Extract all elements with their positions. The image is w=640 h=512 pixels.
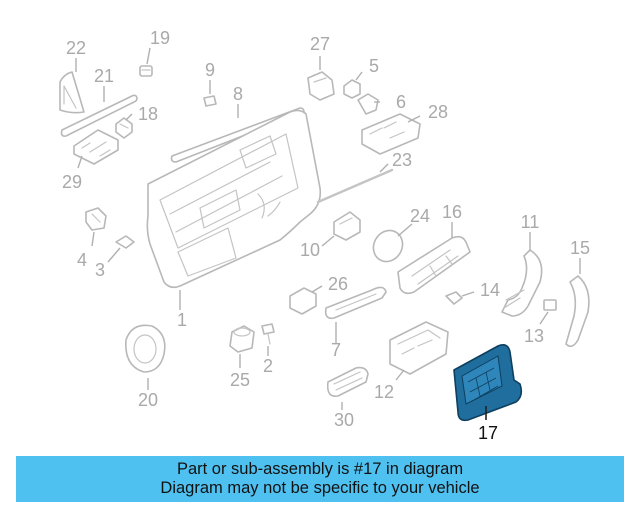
part-30-shape[interactable] — [326, 366, 369, 398]
callout-14: 14 — [480, 280, 500, 300]
callout-22: 22 — [66, 38, 86, 58]
callout-23: 23 — [392, 150, 412, 170]
banner-line-part: Part or sub-assembly is #17 in diagram — [176, 460, 464, 478]
callout-8: 8 — [233, 84, 243, 104]
callout-2: 2 — [263, 356, 273, 376]
callout-21: 21 — [94, 66, 114, 86]
part-28-shape[interactable] — [361, 113, 421, 155]
callout-16: 16 — [442, 202, 462, 222]
info-banner: Part or sub-assembly is #17 in diagram D… — [16, 456, 624, 502]
part-14-shape[interactable] — [445, 291, 463, 305]
callout-6: 6 — [396, 92, 406, 112]
part-7-shape[interactable] — [324, 286, 387, 320]
callout-15: 15 — [570, 238, 590, 258]
part-2-shape[interactable] — [261, 323, 275, 345]
callout-11: 11 — [521, 212, 540, 232]
callout-9: 9 — [205, 60, 215, 80]
callout-12: 12 — [374, 382, 394, 402]
part-15-shape[interactable] — [565, 275, 590, 348]
callout-26: 26 — [328, 274, 348, 294]
banner-line-disclaimer: Diagram may not be specific to your vehi… — [160, 479, 480, 497]
part-16-shape[interactable] — [397, 235, 471, 295]
part-4-shape[interactable] — [85, 207, 107, 231]
callout-3: 3 — [95, 260, 105, 280]
callout-24: 24 — [410, 206, 430, 226]
part-11-shape[interactable] — [501, 249, 543, 317]
part-20-shape[interactable] — [125, 324, 166, 373]
callout-7: 7 — [331, 340, 341, 360]
part-18-shape[interactable] — [115, 117, 133, 139]
part-22-shape[interactable] — [59, 71, 85, 114]
callout-28: 28 — [428, 102, 448, 122]
callout-25: 25 — [230, 370, 250, 390]
part-5-shape[interactable] — [343, 79, 361, 99]
callout-13: 13 — [524, 326, 544, 346]
part-9-shape[interactable] — [203, 95, 217, 107]
part-23-shape[interactable] — [316, 168, 394, 204]
part-25-shape[interactable] — [229, 325, 255, 353]
part-10-shape[interactable] — [333, 211, 361, 241]
part-3-shape[interactable] — [115, 235, 135, 249]
callout-17: 17 — [478, 423, 498, 443]
part-24-shape[interactable] — [368, 225, 408, 267]
part-6-shape[interactable] — [357, 93, 379, 115]
callout-19: 19 — [150, 28, 170, 48]
part-19-shape[interactable] — [139, 65, 153, 77]
part-29-shape[interactable] — [73, 129, 119, 165]
callout-1: 1 — [177, 310, 187, 330]
part-26-shape[interactable] — [289, 287, 317, 315]
part-13-shape[interactable] — [543, 299, 557, 311]
callout-18: 18 — [138, 104, 158, 124]
part-21-shape[interactable] — [60, 94, 138, 137]
part-17-shape[interactable] — [453, 344, 523, 422]
callout-29: 29 — [62, 172, 82, 192]
callout-5: 5 — [369, 56, 379, 76]
callout-10: 10 — [300, 240, 320, 260]
callout-4: 4 — [77, 250, 87, 270]
part-12-shape[interactable] — [389, 321, 449, 375]
part-1-shape[interactable] — [146, 109, 322, 289]
callout-20: 20 — [138, 390, 158, 410]
part-27-shape[interactable] — [307, 71, 335, 101]
callout-27: 27 — [310, 34, 330, 54]
callout-30: 30 — [334, 410, 354, 430]
